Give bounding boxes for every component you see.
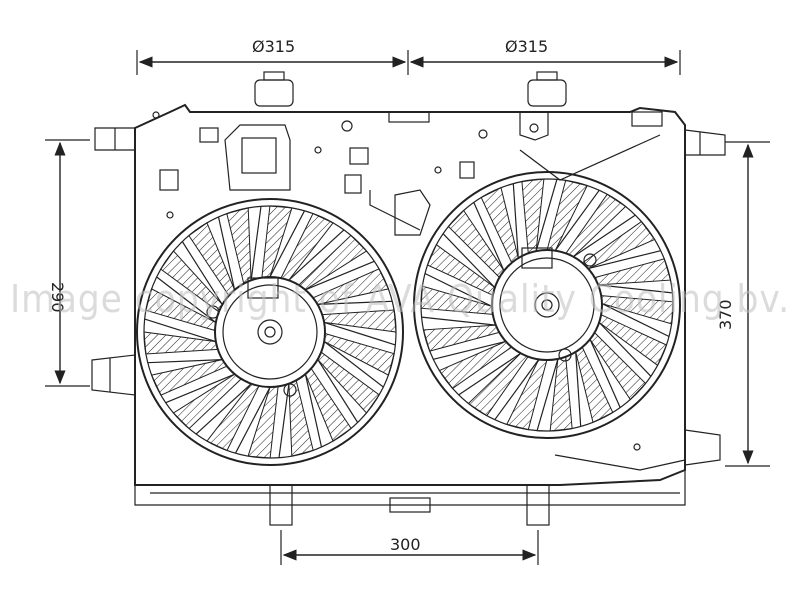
fan-blade-edge — [278, 383, 290, 458]
fan-blade-edge — [144, 318, 216, 343]
fan-blade-edge — [305, 260, 375, 291]
fan-blade-edge — [304, 373, 323, 448]
fan-blade — [549, 356, 573, 432]
dimension-label-left-height: 290 — [48, 282, 67, 313]
fan-blade-edge — [250, 206, 262, 281]
fan-blade-edge — [217, 216, 236, 291]
dimension-label-fan-left-diameter: Ø315 — [252, 37, 295, 56]
shroud-frame — [91, 71, 726, 526]
dimension-fan-left-diameter: Ø315 — [136, 37, 409, 75]
fan-blade-edge — [575, 351, 582, 427]
fan-blade — [143, 331, 219, 355]
dimension-bottom-width: 300 — [280, 530, 539, 565]
fan-blade — [521, 178, 545, 254]
fan-blade-edge — [512, 183, 519, 259]
fan-blade-edge — [421, 316, 496, 326]
fan-blade-edge — [589, 339, 621, 408]
fan-blade-edge — [473, 202, 505, 271]
fan-blade-edge — [598, 322, 652, 377]
fan-blade-edge — [598, 284, 673, 294]
dimension-right-height: 370 — [716, 141, 770, 467]
fan-blade-edge — [156, 276, 217, 323]
fan-blade-edge — [234, 386, 271, 454]
fan-blade-edge — [147, 359, 223, 364]
fan-blade-edge — [536, 358, 559, 431]
fan-blade-edge — [588, 250, 661, 270]
fan-blade-edge — [324, 321, 396, 346]
fan-blade-edge — [535, 179, 558, 252]
watermark-text: Image copyright of AVA Quality Cooling b… — [10, 277, 790, 321]
dimension-label-right-height: 370 — [716, 299, 735, 330]
fan-blade-edge — [317, 359, 359, 423]
dimension-label-fan-right-diameter: Ø315 — [505, 37, 548, 56]
fan-blade-edge — [433, 340, 506, 360]
dimension-left-height: 290 — [45, 139, 90, 387]
fan-left-blades — [143, 205, 397, 459]
fan-blade-edge — [323, 341, 384, 388]
fan-blade-edge — [424, 272, 493, 307]
fan-blade-edge — [165, 373, 235, 404]
fan-blade-edge — [572, 214, 636, 258]
fan-blade-edge — [442, 233, 496, 288]
dimension-fan-right-diameter: Ø315 — [409, 37, 681, 75]
fan-blade-edge — [554, 189, 600, 251]
fan-blade-edge — [458, 352, 522, 396]
fan-blade — [422, 324, 501, 352]
fan-blade-edge — [195, 383, 252, 435]
fan-blade-edge — [494, 359, 540, 421]
fan-right — [413, 171, 681, 439]
fan-blade-edge — [269, 210, 306, 278]
fan-left — [136, 198, 404, 466]
fan-blade-edge — [317, 300, 393, 305]
fan-blade-edge — [288, 229, 345, 281]
dimension-label-bottom-width: 300 — [390, 535, 421, 554]
fan-blade-edge — [601, 303, 670, 338]
fan-blade-edge — [181, 241, 223, 305]
